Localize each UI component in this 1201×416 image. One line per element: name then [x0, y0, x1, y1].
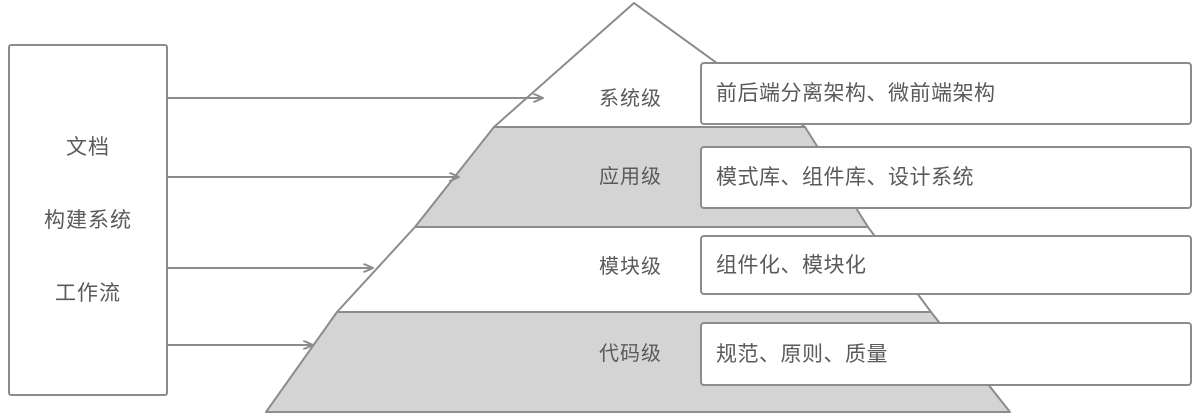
detail-text-module-level: 组件化、模块化: [716, 253, 867, 277]
source-item-workflow: 工作流: [55, 281, 121, 305]
detail-text-system-level: 前后端分离架构、微前端架构: [716, 82, 996, 105]
detail-box-application-level: 模式库、组件库、设计系统: [700, 146, 1192, 209]
detail-text-code-level: 规范、原则、质量: [716, 342, 888, 366]
source-item-document: 文档: [66, 135, 110, 159]
detail-box-system-level: 前后端分离架构、微前端架构: [700, 62, 1192, 125]
source-item-build-system: 构建系统: [44, 208, 132, 232]
level-label-code: 代码级: [599, 343, 662, 365]
detail-box-code-level: 规范、原则、质量: [700, 322, 1192, 386]
detail-text-application-level: 模式库、组件库、设计系统: [716, 166, 974, 189]
level-label-application: 应用级: [599, 166, 662, 188]
source-box: 文档 构建系统 工作流: [8, 44, 168, 396]
level-label-module: 模块级: [599, 256, 662, 278]
level-label-system: 系统级: [599, 88, 662, 110]
connector-arrows: [168, 98, 543, 345]
detail-box-module-level: 组件化、模块化: [700, 235, 1192, 295]
